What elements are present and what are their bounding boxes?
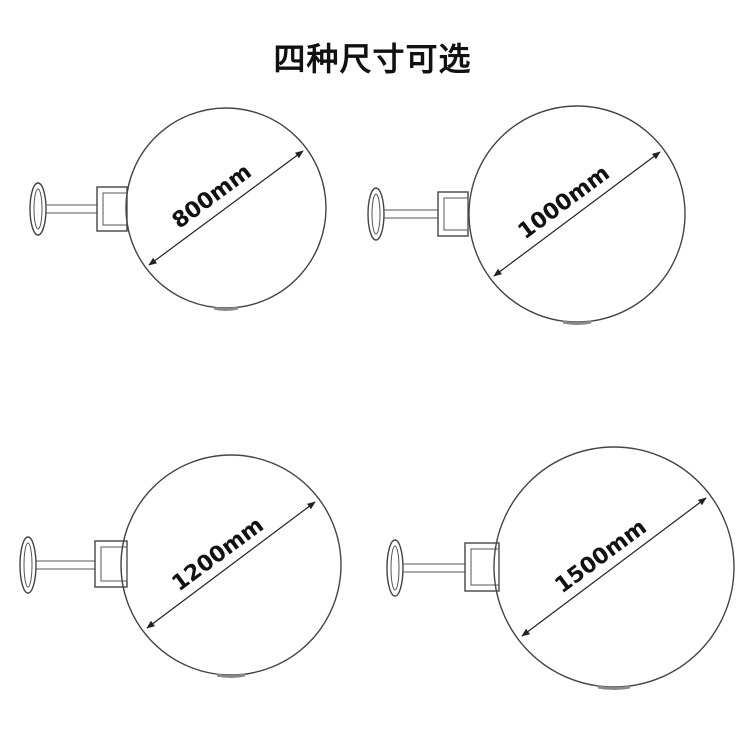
- diameter-line: [146, 501, 316, 629]
- base-clip: [216, 673, 246, 678]
- wall-mount-bracket: [367, 187, 469, 241]
- wall-mount-bracket: [386, 539, 500, 597]
- size-label: 1000mm: [514, 161, 615, 245]
- base-clip: [597, 685, 631, 690]
- base-clip: [213, 306, 239, 311]
- size-label: 1200mm: [168, 513, 269, 597]
- diameter-line: [521, 497, 707, 637]
- diameter-line: [493, 151, 661, 277]
- wall-mount-bracket: [29, 182, 128, 236]
- size-label: 800mm: [168, 159, 257, 234]
- sign-1200mm: 1200mm: [19, 454, 342, 678]
- sign-800mm: 800mm: [29, 107, 327, 311]
- page-title: 四种尺寸可选: [273, 40, 472, 78]
- sign-1000mm: 1000mm: [367, 105, 686, 325]
- base-clip: [562, 320, 592, 325]
- sign-1500mm: 1500mm: [386, 446, 735, 690]
- wall-mount-bracket: [19, 536, 128, 594]
- diameter-line: [148, 150, 304, 266]
- size-label: 1500mm: [551, 515, 652, 599]
